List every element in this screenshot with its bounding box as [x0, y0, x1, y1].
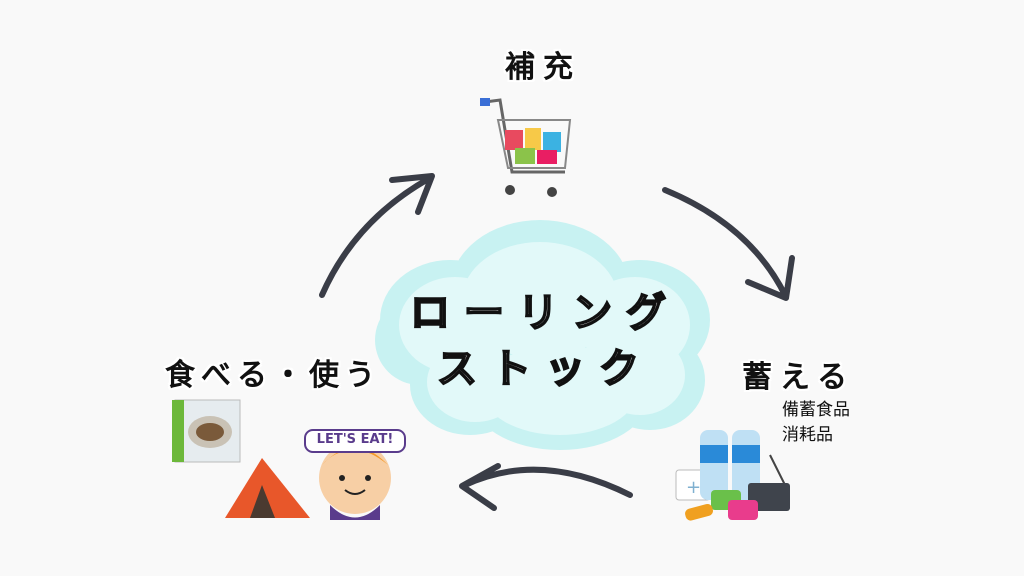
svg-text:+: + [686, 477, 701, 498]
stage-title-store: 蓄える [742, 360, 856, 395]
store-item-stockpile-food: 備蓄食品 [782, 400, 850, 420]
center-title: ローリング ストック [409, 285, 680, 397]
emergency-supplies-illustration: + [675, 430, 790, 521]
center-title-line1: ローリング [409, 289, 680, 337]
eating-camping-illustration [172, 399, 406, 520]
sign-lets-eat: LET'S EAT! [316, 432, 394, 447]
stage-title-use: 食べる・使う [165, 358, 381, 393]
arrow-store-to-use [459, 463, 633, 511]
arrow-use-to-replenish [319, 173, 435, 298]
shopping-cart-icon [480, 98, 572, 197]
store-items-list: 備蓄食品 消耗品 [782, 398, 850, 448]
center-title-line2: ストック [436, 345, 653, 393]
stage-title-replenish: 補充 [505, 50, 581, 85]
arrow-replenish-to-store [662, 187, 795, 301]
cloud-shape [375, 220, 710, 450]
store-item-consumables: 消耗品 [782, 425, 833, 445]
